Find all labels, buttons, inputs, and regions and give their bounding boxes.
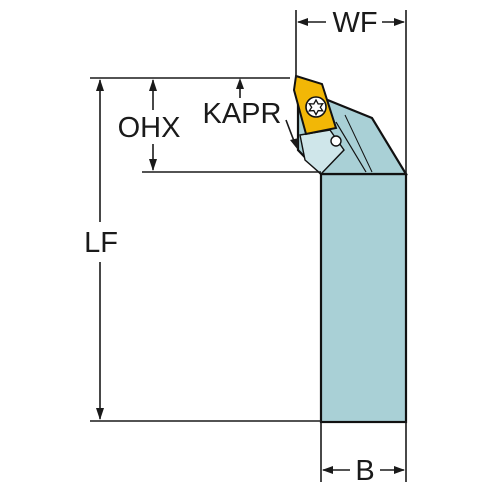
head-facet-line-2 bbox=[344, 114, 373, 173]
torx-screw-icon bbox=[305, 96, 327, 118]
ohx-dimension bbox=[149, 79, 157, 171]
kapr-label: KAPR bbox=[203, 98, 282, 130]
head-facet-line bbox=[335, 121, 367, 173]
kapr-angle-marker bbox=[236, 78, 299, 150]
lf-label: LF bbox=[84, 227, 118, 259]
wf-label: WF bbox=[332, 7, 377, 39]
b-dimension bbox=[322, 466, 405, 474]
b-label: B bbox=[355, 455, 374, 487]
ohx-label: OHX bbox=[118, 112, 181, 144]
clamp-screw-icon bbox=[330, 135, 342, 147]
lf-dimension bbox=[96, 79, 104, 420]
shank-body bbox=[319, 172, 408, 424]
wf-dimension bbox=[297, 18, 405, 26]
